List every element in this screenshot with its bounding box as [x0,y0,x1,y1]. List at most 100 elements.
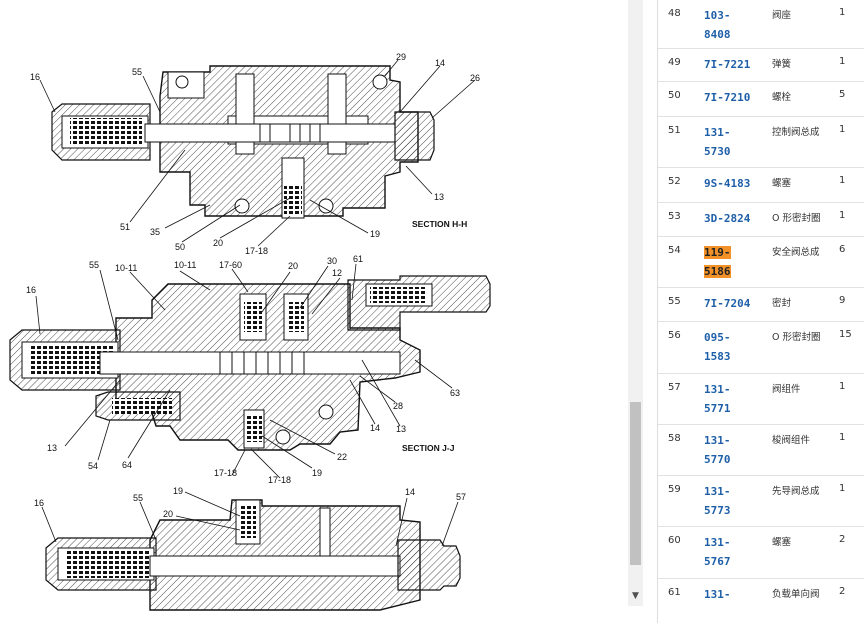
svg-text:17-18: 17-18 [268,475,291,485]
svg-text:17-60: 17-60 [219,260,242,270]
svg-text:54: 54 [88,461,98,471]
svg-text:61: 61 [353,254,363,264]
part-qty: 5 [839,89,846,100]
panel-divider [643,0,657,623]
item-index: 52 [668,176,681,187]
item-index: 51 [668,125,681,136]
svg-text:30: 30 [327,256,337,266]
parts-row-highlighted[interactable]: 54 119-5186 安全阀总成 6 [658,237,864,288]
svg-text:17-18: 17-18 [214,468,237,478]
svg-text:55: 55 [89,260,99,270]
part-qty: 1 [839,56,846,67]
parts-row[interactable]: 56 095-1583 O 形密封圈 15 [658,322,864,374]
svg-text:10-11: 10-11 [174,260,196,270]
part-name: 先导阀总成 [772,486,820,497]
part-number-link[interactable]: 131-5730 [704,126,731,158]
svg-text:55: 55 [132,67,142,77]
parts-row[interactable]: 50 7I-7210 螺栓 5 [658,82,864,117]
item-index: 57 [668,382,681,393]
item-index: 50 [668,90,681,101]
parts-list: 48 103-8408 阀座 1 49 7I-7221 弹簧 1 50 7I-7… [657,0,864,623]
svg-text:13: 13 [396,424,406,434]
part-number-link[interactable]: 131-5771 [704,383,731,415]
part-number-link[interactable]: 131-5773 [704,485,731,517]
parts-row[interactable]: 49 7I-7221 弹簧 1 [658,49,864,82]
part-number-link[interactable]: 3D-2824 [704,212,751,225]
svg-text:19: 19 [370,229,380,239]
item-index: 53 [668,211,681,222]
svg-text:64: 64 [122,460,132,470]
svg-text:29: 29 [396,52,406,62]
part-qty: 1 [839,432,846,443]
part-number-link[interactable]: 095-1583 [704,331,731,363]
svg-text:14: 14 [370,423,380,433]
part-name: 阀组件 [772,384,801,395]
item-index: 49 [668,57,681,68]
parts-row[interactable]: 51 131-5730 控制阀总成 1 [658,117,864,168]
scroll-down-arrow-icon[interactable]: ▼ [632,591,639,601]
svg-text:10-11: 10-11 [115,263,137,273]
part-qty: 1 [839,210,846,221]
parts-row[interactable]: 48 103-8408 阀座 1 [658,0,864,49]
svg-text:14: 14 [435,58,445,68]
part-number-link[interactable]: 131-5770 [704,434,731,466]
item-index: 59 [668,484,681,495]
part-name: 密封 [772,298,792,309]
svg-text:20: 20 [288,261,298,271]
item-index: 56 [668,330,681,341]
svg-text:19: 19 [173,486,183,496]
item-index: 61 [668,587,681,598]
part-number-link[interactable]: 7I-7210 [704,91,751,104]
part-qty: 1 [839,175,846,186]
svg-text:20: 20 [163,509,173,519]
svg-text:26: 26 [470,73,480,83]
parts-row[interactable]: 60 131-5767 螺塞 2 [658,527,864,579]
svg-text:28: 28 [393,401,403,411]
part-name: 安全阀总成 [772,247,820,258]
part-name: 螺栓 [772,92,792,103]
parts-row[interactable]: 55 7I-7204 密封 9 [658,288,864,322]
svg-text:35: 35 [150,227,160,237]
part-number-link[interactable]: 7I-7204 [704,297,751,310]
parts-row[interactable]: 59 131-5773 先导阀总成 1 [658,476,864,527]
part-qty: 2 [839,534,846,545]
item-index: 55 [668,296,681,307]
part-name: 控制阀总成 [772,127,820,138]
parts-row[interactable]: 57 131-5771 阀组件 1 [658,374,864,425]
part-number-link[interactable]: 9S-4183 [704,177,751,190]
svg-text:22: 22 [337,452,347,462]
svg-text:63: 63 [450,388,460,398]
section-hh-title: SECTION H-H [412,219,467,229]
svg-text:14: 14 [405,487,415,497]
item-index: 54 [668,245,681,256]
section-jj-title: SECTION J-J [402,443,455,453]
parts-row[interactable]: 53 3D-2824 O 形密封圈 1 [658,203,864,237]
svg-text:13: 13 [434,192,444,202]
part-number-link[interactable]: 103-8408 [704,9,731,41]
part-name: 梭阀组件 [772,435,811,446]
part-number-link[interactable]: 119-5186 [704,246,731,278]
part-name: O 形密封圈 [772,213,821,224]
parts-row[interactable]: 61 131- 负载单向阀 2 [658,579,864,623]
part-name: 阀座 [772,10,792,21]
part-qty: 1 [839,124,846,135]
scrollbar-thumb[interactable] [630,402,641,565]
parts-row[interactable]: 58 131-5770 梭阀组件 1 [658,425,864,476]
parts-row[interactable]: 52 9S-4183 螺塞 1 [658,168,864,203]
part-number-link[interactable]: 131- [704,588,731,601]
part-qty: 9 [839,295,846,306]
svg-text:55: 55 [133,493,143,503]
part-qty: 1 [839,381,846,392]
part-number-link[interactable]: 7I-7221 [704,58,751,71]
svg-text:12: 12 [332,268,342,278]
part-number-link[interactable]: 131-5767 [704,536,731,568]
svg-text:16: 16 [30,72,40,82]
svg-text:51: 51 [120,222,130,232]
part-name: 弹簧 [772,59,792,70]
svg-text:19: 19 [312,468,322,478]
part-qty: 15 [839,329,852,340]
part-name: 负载单向阀 [772,589,820,600]
